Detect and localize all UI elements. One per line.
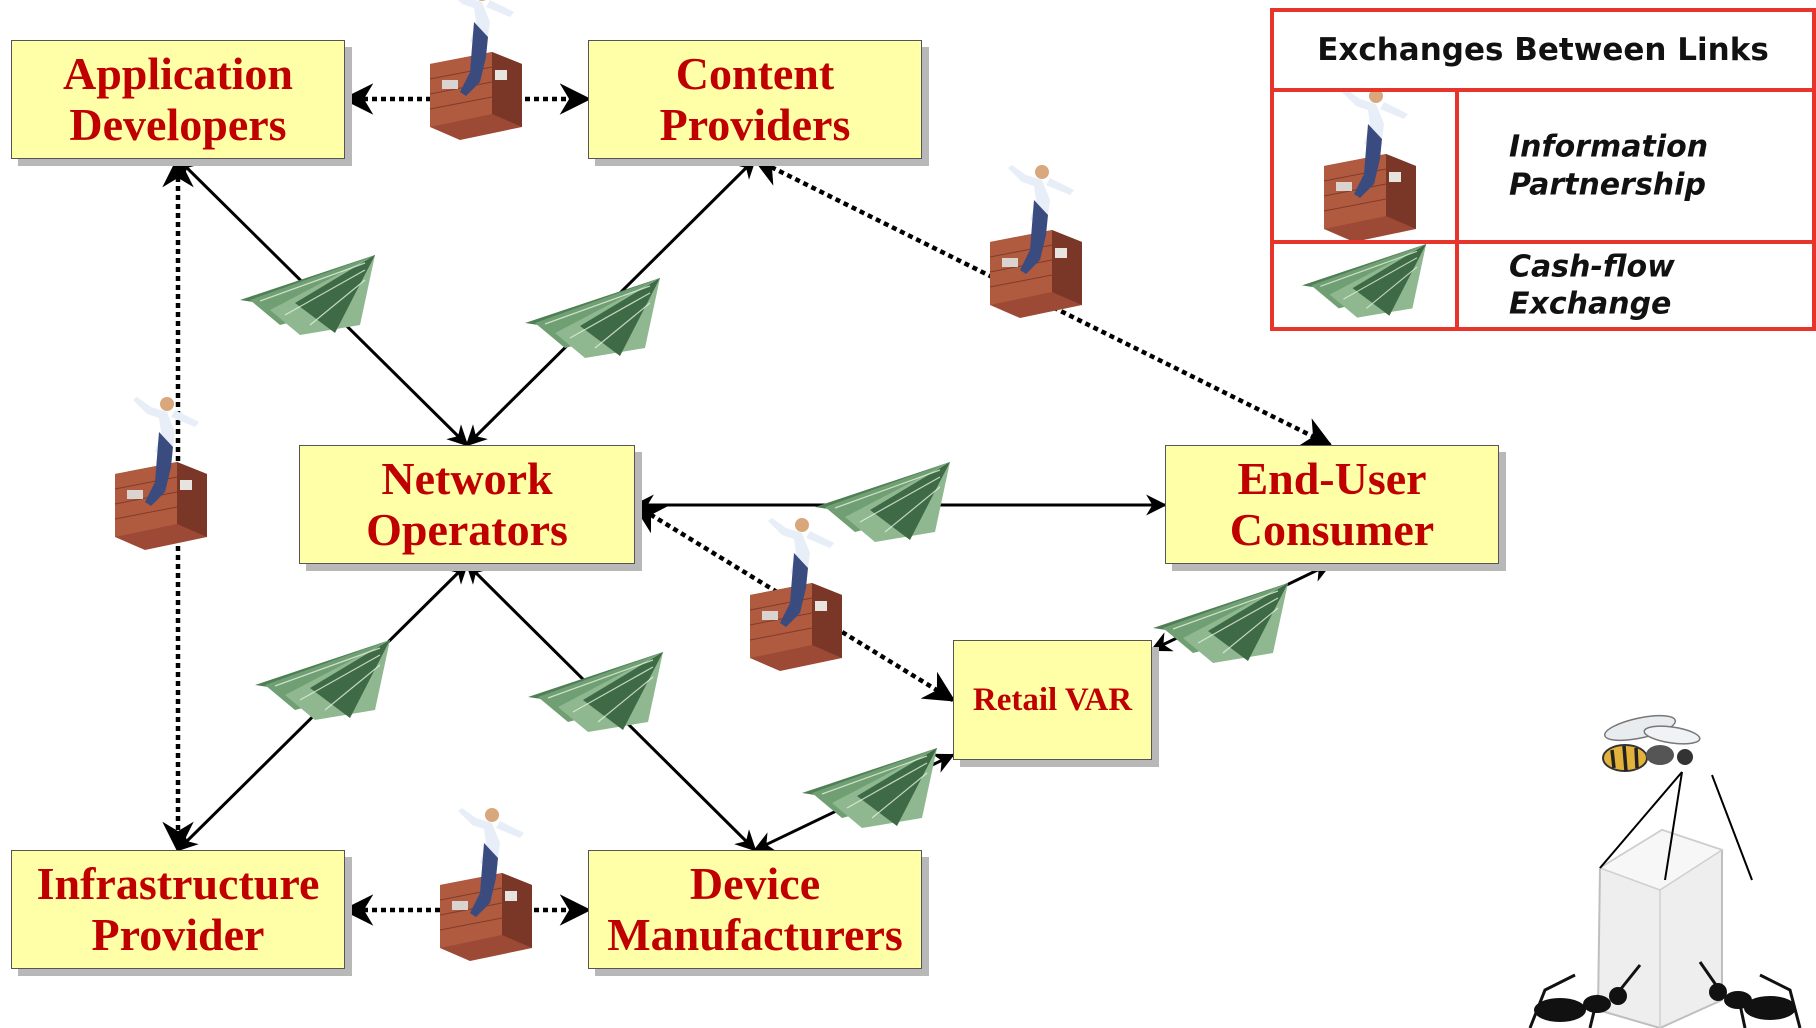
node-label-line: Consumer [1229, 503, 1435, 555]
node-network-operators[interactable]: Network Operators [299, 445, 635, 564]
partnership-icon-app-content [429, 0, 523, 141]
legend-label-cashflow: Cash-flow Exchange [1509, 248, 1675, 323]
node-label-line: Developers [69, 98, 287, 150]
partnership-icon-content-enduser [989, 164, 1083, 319]
cashflow-icon-network-enduser [814, 461, 951, 543]
node-label-line: Manufacturers [607, 908, 903, 960]
node-label-line: Provider [91, 908, 265, 960]
legend-row-information: Information Partnership [1274, 88, 1812, 244]
cashflow-icon-network-infra [254, 639, 391, 721]
legend-cashflow-icon [1274, 243, 1459, 327]
legend-row-cashflow: Cash-flow Exchange [1274, 243, 1812, 327]
cashflow-icon-network-device [527, 651, 664, 733]
link-network-retail [632, 503, 956, 702]
cashflow-icon-app-network [239, 254, 376, 336]
legend-label-line: Information [1509, 129, 1709, 165]
node-end-user-consumer[interactable]: End-User Consumer [1165, 445, 1499, 564]
node-device-manufacturers[interactable]: Device Manufacturers [588, 850, 922, 969]
partnership-icon-infra-device [439, 807, 533, 962]
node-label-line: Network [381, 452, 553, 504]
legend-label-line: Cash-flow [1509, 249, 1675, 284]
bee-ants-sugar-cube-icon [1528, 714, 1802, 1028]
node-label-line: Content [675, 47, 835, 99]
node-label-line: Device [689, 857, 821, 909]
node-infrastructure-provider[interactable]: Infrastructure Provider [11, 850, 345, 969]
node-application-developers[interactable]: Application Developers [11, 40, 345, 159]
node-content-providers[interactable]: Content Providers [588, 40, 922, 159]
cashflow-icon-content-network [524, 277, 661, 359]
legend-label-line: Partnership [1509, 167, 1706, 202]
cashflow-icon-retail-device [801, 747, 938, 829]
legend-box: Exchanges Between Links Information Part… [1270, 8, 1816, 331]
node-label-line: Providers [659, 98, 851, 150]
legend-label-line: Exchange [1509, 286, 1672, 322]
node-label-line: Operators [366, 503, 568, 555]
node-label-line: End-User [1237, 452, 1427, 504]
partnership-icon-network-retail [749, 517, 843, 672]
link-content-enduser [752, 156, 1333, 448]
legend-title: Exchanges Between Links [1274, 12, 1812, 92]
node-label-line: Infrastructure [36, 857, 320, 909]
node-label-line: Application [62, 47, 294, 99]
node-label-line: Retail VAR [972, 681, 1133, 718]
legend-label-information: Information Partnership [1509, 129, 1708, 204]
legend-partnership-icon [1274, 88, 1459, 243]
cashflow-icon-retail-enduser [1152, 582, 1289, 664]
partnership-icon-app-infra [114, 396, 208, 551]
node-retail-var[interactable]: Retail VAR [953, 640, 1152, 760]
